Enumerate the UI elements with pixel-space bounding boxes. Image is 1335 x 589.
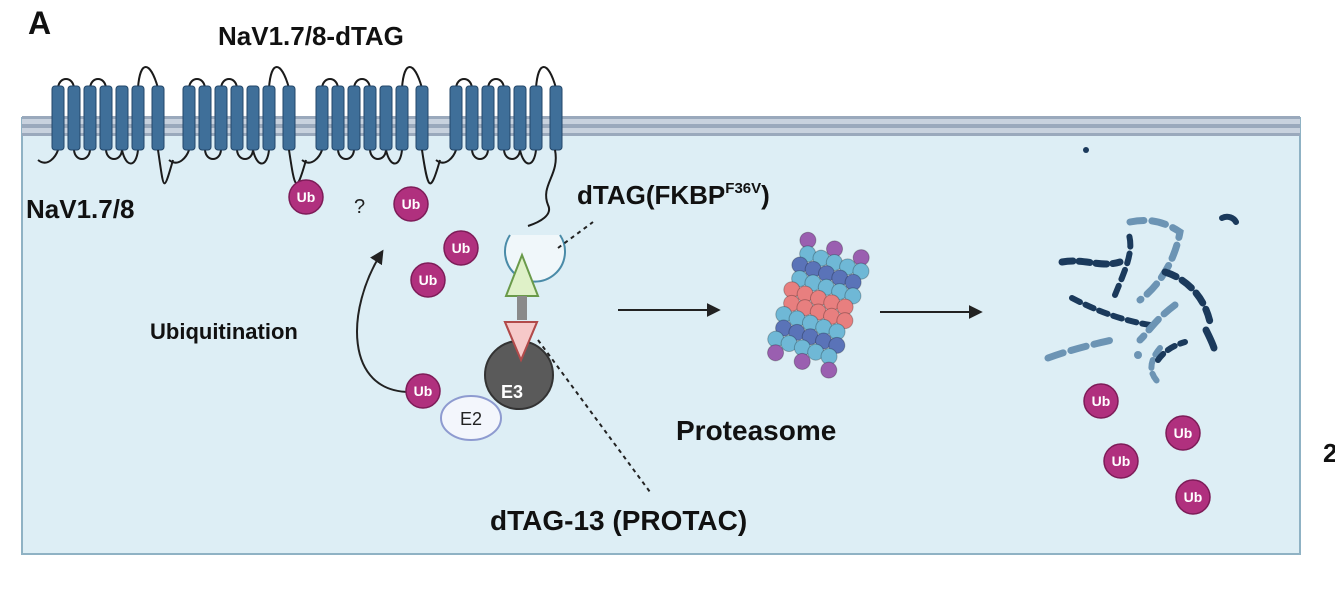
helix <box>230 85 244 151</box>
ubiquitin-icon: Ub <box>1165 415 1201 451</box>
nav-channel <box>37 66 563 185</box>
protac-label: dTAG-13 (PROTAC) <box>490 505 747 536</box>
helix <box>131 85 145 151</box>
dtag-label-main: dTAG(FKBP <box>577 180 725 210</box>
ub-label: Ub <box>419 272 438 288</box>
ubiquitin-icon: Ub <box>1083 383 1119 419</box>
ub-label: Ub <box>297 189 316 205</box>
helix <box>529 85 543 151</box>
dtag-label-close: ) <box>761 180 770 210</box>
dtag-superscript: F36V <box>725 180 761 197</box>
e3-ligase-icon <box>484 321 554 410</box>
ubiquitin-icon: Ub <box>405 373 441 409</box>
ubiquitination-arrow <box>356 249 411 393</box>
helix <box>83 85 97 151</box>
helix <box>315 85 329 151</box>
helix <box>151 85 165 151</box>
channel-label: NaV1.7/8 <box>26 194 134 224</box>
helix <box>465 85 479 151</box>
helix <box>262 85 276 151</box>
helix <box>449 85 463 151</box>
helix <box>67 85 81 151</box>
ub-label: Ub <box>402 196 421 212</box>
panel-letter: A <box>28 5 51 41</box>
edge-fragment: 2 <box>1323 438 1335 468</box>
e2-label: E2 <box>460 409 482 429</box>
ubiquitination-label: Ubiquitination <box>150 319 298 344</box>
domain-linker <box>157 149 174 185</box>
domain-linker <box>421 149 441 185</box>
ub-label: Ub <box>1174 425 1193 441</box>
helix <box>51 85 65 151</box>
ubiquitin-icon: Ub <box>288 179 324 215</box>
plasma-membrane <box>22 116 1300 136</box>
proteasome-label: Proteasome <box>676 415 836 446</box>
ub-label: Ub <box>452 240 471 256</box>
ubiquitin-icon: Ub <box>1175 479 1211 515</box>
helix <box>282 85 296 151</box>
dtag-label: dTAG(FKBPF36V) <box>577 180 770 210</box>
helix <box>198 85 212 151</box>
helix <box>347 85 361 151</box>
proteasome-icon <box>767 231 870 379</box>
helix <box>513 85 527 151</box>
e2-enzyme-icon <box>440 395 502 441</box>
helix <box>331 85 345 151</box>
helix <box>246 85 260 151</box>
ubiquitin-icon: Ub <box>393 186 429 222</box>
c-terminal-tail <box>527 149 557 227</box>
construct-title: NaV1.7/8-dTAG <box>218 21 404 51</box>
e3-label: E3 <box>501 382 523 402</box>
ub-label: Ub <box>1112 453 1131 469</box>
helix <box>99 85 113 151</box>
helix <box>497 85 511 151</box>
helix <box>549 85 563 151</box>
helix <box>182 85 196 151</box>
helix-loop <box>168 66 290 165</box>
cell-cytoplasm <box>21 117 1301 555</box>
helix <box>481 85 495 151</box>
helix <box>415 85 429 151</box>
helix-loop <box>301 66 423 165</box>
ub-label: Ub <box>1184 489 1203 505</box>
helix <box>395 85 409 151</box>
question-mark: ? <box>354 196 365 218</box>
ubiquitin-icon: Ub <box>443 230 479 266</box>
peptide-fragment-icon <box>1044 147 1239 385</box>
helix <box>363 85 377 151</box>
helix-loop <box>435 66 557 165</box>
helix-loop <box>37 66 159 165</box>
ubiquitin-icon: Ub <box>410 262 446 298</box>
ub-label: Ub <box>414 383 433 399</box>
ubiquitin-icon: Ub <box>1103 443 1139 479</box>
helix <box>115 85 129 151</box>
helix <box>379 85 393 151</box>
helix <box>214 85 228 151</box>
ub-label: Ub <box>1092 393 1111 409</box>
